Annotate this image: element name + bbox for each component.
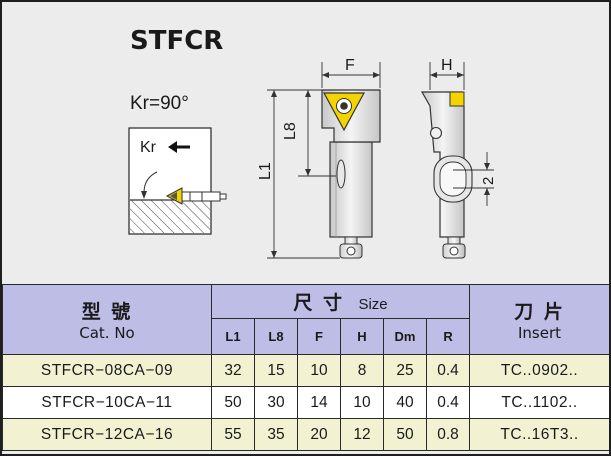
col-header-h: H (340, 318, 384, 355)
cell-r: 0.4 (425, 354, 471, 387)
feed-arrow-icon (168, 141, 190, 153)
triangular-insert-icon (322, 92, 366, 132)
cell-h: 10 (340, 386, 384, 419)
cell-l1: 50 (211, 386, 255, 419)
header-insert-en: Insert (518, 324, 562, 342)
workpiece-hatch (130, 200, 210, 233)
cell-r: 0.8 (425, 418, 471, 451)
header-size-en: Size (358, 296, 388, 313)
cell-insert: TC..1102.. (469, 386, 609, 419)
diagram-area: STFCR Kr=90° Kr (2, 2, 609, 284)
header-size: 尺 寸 Size (210, 284, 471, 319)
kr-angle-label: Kr=90° (130, 93, 189, 114)
header-cat-no: Cat. No (79, 324, 135, 342)
cell-h: 8 (340, 354, 384, 387)
dim-2-label: 2 (480, 177, 497, 185)
col-header-l8: L8 (254, 318, 298, 355)
dim-l1-label: L1 (257, 162, 274, 180)
cell-dm: 25 (383, 354, 427, 387)
cell-cat-no: STFCR−10CA−11 (2, 386, 212, 419)
col-header-dm: Dm (383, 318, 427, 355)
cell-l1: 32 (211, 354, 255, 387)
kr-direction-label: Kr (140, 139, 157, 156)
clamp-screw-front-icon (442, 236, 466, 259)
col-header-l1: L1 (211, 318, 255, 355)
dim-f-label: F (345, 57, 355, 74)
header-insert-cn: 刀 片 (514, 301, 565, 323)
cell-l8: 30 (254, 386, 298, 419)
tool-diagram: STFCR Kr=90° Kr (128, 26, 497, 259)
cell-cat-no: STFCR−12CA−16 (2, 418, 212, 451)
header-type: 型 號 Cat. No (2, 284, 212, 355)
table-row: STFCR−12CA−16 55 35 20 12 50 0.8 TC..16T… (2, 418, 609, 451)
header-size-cn: 尺 寸 (293, 292, 344, 314)
cell-f: 20 (297, 418, 341, 451)
tool-side-view: F L8 L1 (257, 57, 381, 259)
cell-l8: 15 (254, 354, 298, 387)
cell-insert: TC..16T3.. (469, 418, 609, 451)
table-row: STFCR−10CA−11 50 30 14 10 40 0.4 TC..110… (2, 386, 609, 419)
cell-l8: 35 (254, 418, 298, 451)
cell-h: 12 (340, 418, 384, 451)
cell-r: 0.4 (425, 386, 471, 419)
cell-dm: 50 (383, 418, 427, 451)
header-type-cn: 型 號 (81, 301, 133, 323)
cell-cat-no: STFCR−08CA−09 (2, 354, 212, 387)
spec-table: 型 號 Cat. No 尺 寸 Size 刀 片 Insert L1 L8 F … (2, 284, 609, 451)
tool-front-view: H 2 (420, 57, 497, 259)
dim-h-label: H (441, 57, 453, 74)
kr-detail-box: Kr (128, 127, 227, 235)
cell-l1: 55 (211, 418, 255, 451)
clamp-screw-icon (339, 236, 363, 259)
col-header-f: F (297, 318, 341, 355)
mini-tool-icon (165, 187, 227, 205)
cell-dm: 40 (383, 386, 427, 419)
cell-insert: TC..0902.. (469, 354, 609, 387)
cell-f: 14 (297, 386, 341, 419)
cell-f: 10 (297, 354, 341, 387)
dim-l8-label: L8 (282, 122, 299, 140)
header-insert: 刀 片 Insert (469, 284, 609, 355)
product-title: STFCR (130, 26, 223, 56)
table-row: STFCR−08CA−09 32 15 10 8 25 0.4 TC..0902… (2, 354, 609, 387)
col-header-r: R (425, 318, 471, 355)
